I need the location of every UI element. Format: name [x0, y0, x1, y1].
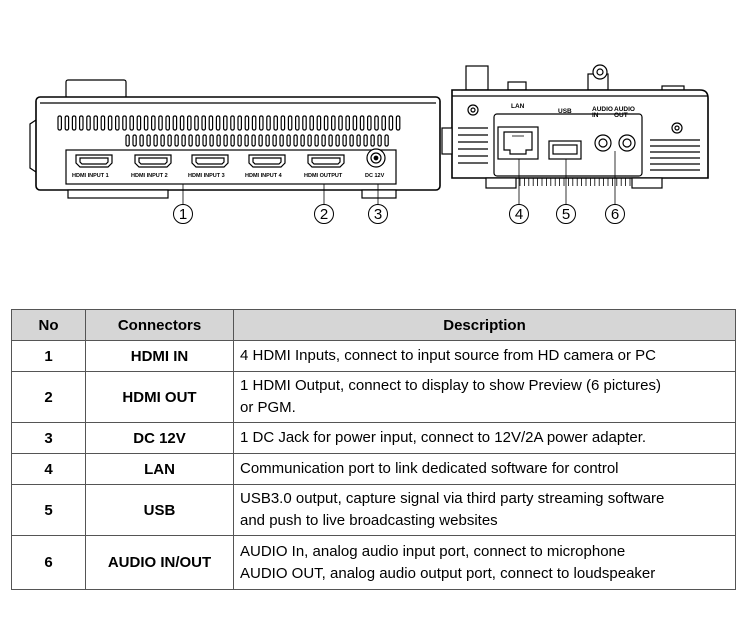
- description-line: USB3.0 output, capture signal via third …: [240, 490, 665, 507]
- row-connector: AUDIO IN/OUT: [85, 535, 234, 590]
- usb-label: USB: [558, 108, 572, 115]
- row-number: 3: [11, 422, 86, 454]
- svg-text:1: 1: [179, 206, 187, 223]
- row-connector: LAN: [85, 453, 234, 485]
- description-line: AUDIO In, analog audio input port, conne…: [240, 542, 626, 560]
- description-line: 1 HDMI Output, connect to display to sho…: [240, 377, 662, 394]
- row-connector: USB: [85, 484, 234, 536]
- row-number: 4: [11, 453, 86, 485]
- header-connectors: Connectors: [85, 309, 234, 341]
- svg-text:4: 4: [515, 206, 523, 223]
- hdmi-port-3: [191, 154, 229, 168]
- hdmi-port-2: [134, 154, 172, 168]
- callout-6: 6: [605, 204, 625, 224]
- description-line: Communication port to link dedicated sof…: [240, 460, 619, 477]
- callout-5: 5: [556, 204, 576, 224]
- hdmi-port-label-3: HDMI INPUT 3: [188, 173, 225, 179]
- table-header-row: No Connectors Description: [11, 309, 736, 341]
- row-number: 6: [11, 535, 86, 590]
- callout-3: 3: [368, 204, 388, 224]
- device-connector-diagram: HDMI INPUT 1 HDMI INPUT 2 HDMI INPUT 3 HDMI…: [29, 64, 709, 224]
- row-connector: DC 12V: [85, 422, 234, 454]
- description-line: 4 HDMI Inputs, connect to input source f…: [240, 347, 656, 364]
- row-number: 5: [11, 484, 86, 536]
- row-description: 1 DC Jack for power input, connect to 12…: [233, 422, 736, 454]
- hdmi-port-label-1: HDMI INPUT 1: [72, 173, 109, 179]
- svg-text:3: 3: [374, 206, 382, 223]
- audio-jacks: [594, 134, 636, 152]
- row-description: 1 HDMI Output, connect to display to sho…: [233, 371, 736, 423]
- usb-port: [548, 140, 582, 160]
- row-connector: HDMI OUT: [85, 371, 234, 423]
- hdmi-port-label-4: HDMI INPUT 4: [245, 173, 283, 179]
- dc-label: DC 12V: [365, 173, 385, 179]
- description-line: AUDIO OUT, analog audio output port, con…: [240, 564, 656, 582]
- row-description: Communication port to link dedicated sof…: [233, 453, 736, 485]
- svg-text:6: 6: [611, 206, 619, 223]
- description-line: or PGM.: [240, 399, 296, 416]
- callout-1: 1: [173, 204, 193, 224]
- row-connector: HDMI IN: [85, 340, 234, 372]
- row-description: USB3.0 output, capture signal via third …: [233, 484, 736, 536]
- rear-panel-view: [29, 79, 441, 204]
- hdmi-port-label-5: HDMI OUTPUT: [304, 173, 343, 179]
- row-number: 1: [11, 340, 86, 372]
- header-description: Description: [233, 309, 736, 341]
- hdmi-port-4: [248, 154, 286, 168]
- description-line: 1 DC Jack for power input, connect to 12…: [240, 429, 647, 446]
- callout-4: 4: [509, 204, 529, 224]
- lan-label: LAN: [511, 103, 525, 110]
- callout-2: 2: [314, 204, 334, 224]
- side-panel-view: [441, 64, 709, 204]
- row-number: 2: [11, 371, 86, 423]
- lan-port: [497, 126, 539, 160]
- row-description: 4 HDMI Inputs, connect to input source f…: [233, 340, 736, 372]
- hdmi-port-1: [75, 154, 113, 168]
- svg-text:2: 2: [320, 206, 328, 223]
- dc-jack: [366, 148, 386, 168]
- hdmi-port-label-2: HDMI INPUT 2: [131, 173, 168, 179]
- svg-text:5: 5: [562, 206, 570, 223]
- description-line: and push to live broadcasting websites: [240, 512, 498, 529]
- row-description: AUDIO In, analog audio input port, conne…: [233, 535, 736, 590]
- hdmi-port-5: [307, 154, 345, 168]
- header-no: No: [11, 309, 86, 341]
